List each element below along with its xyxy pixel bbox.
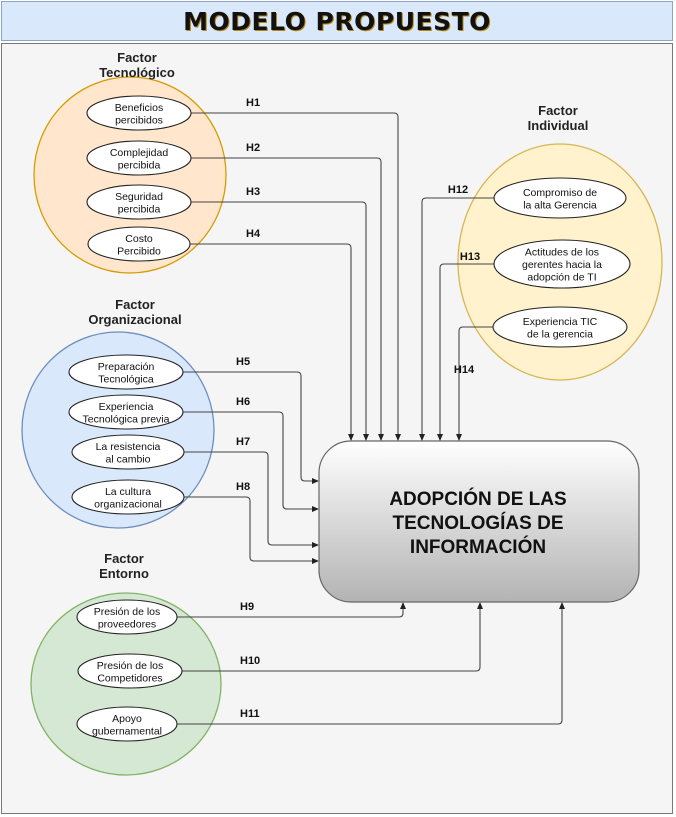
- construct-ellipse: [87, 226, 191, 262]
- connector-h5: [183, 371, 319, 484]
- hypothesis-label: H14: [454, 364, 475, 376]
- construct-label: Presión de los: [97, 660, 164, 672]
- connector-h12: [419, 197, 494, 441]
- factor-organizacional-title: Organizacional: [88, 312, 181, 327]
- construct-label: percibida: [118, 159, 161, 171]
- connector-h11: [177, 602, 565, 725]
- hypothesis-label: H5: [236, 356, 250, 368]
- construct-ellipse: [86, 184, 192, 220]
- construct-label: percibida: [118, 203, 161, 215]
- construct-ellipse: [86, 140, 192, 176]
- hypothesis-label: H4: [246, 228, 261, 240]
- connector-h7: [184, 451, 319, 548]
- connector-h13: [437, 263, 494, 441]
- construct-label: proveedores: [98, 618, 156, 630]
- construct-ellipse: [493, 239, 631, 289]
- hypothesis-label: H1: [246, 97, 260, 109]
- construct-ellipse: [68, 394, 184, 430]
- construct-ellipse: [76, 599, 178, 635]
- construct-label: Seguridad: [115, 191, 163, 203]
- hypothesis-label: H7: [236, 436, 250, 448]
- connector-h14: [456, 326, 493, 441]
- construct-ellipse: [86, 95, 192, 131]
- construct-label: Costo: [125, 233, 153, 245]
- core-construct-label: INFORMACIÓN: [410, 536, 546, 558]
- core-construct-box: [318, 440, 640, 603]
- connector-h10: [182, 602, 483, 672]
- diagram-title-bar: MODELO PROPUESTO: [1, 1, 673, 41]
- hypothesis-label: H6: [236, 396, 250, 408]
- connector-h2: [191, 157, 384, 441]
- construct-label: de la gerencia: [527, 328, 593, 340]
- construct-label: adopción de TI: [527, 272, 596, 284]
- factor-entorno-title: Entorno: [99, 566, 149, 581]
- core-construct-label: TECNOLOGÍAS DE: [392, 512, 563, 534]
- factor-individual-title: Individual: [528, 118, 589, 133]
- construct-ellipse: [493, 177, 627, 219]
- connector-h3: [191, 201, 369, 441]
- construct-ellipse: [68, 354, 184, 390]
- hypothesis-label: H2: [246, 142, 260, 154]
- connector-h4: [190, 243, 354, 441]
- construct-label: Preparación: [98, 361, 155, 373]
- construct-label: gerentes hacia la: [522, 259, 602, 271]
- construct-ellipse: [76, 706, 178, 742]
- construct-ellipse: [71, 479, 185, 515]
- construct-label: Actitudes de los: [525, 247, 599, 259]
- construct-ellipse: [492, 306, 628, 348]
- hypothesis-label: H3: [246, 186, 260, 198]
- construct-label: Experiencia: [99, 401, 154, 413]
- factor-tecnologico-title: Factor: [117, 50, 157, 65]
- construct-label: Apoyo: [112, 713, 142, 725]
- factor-organizacional-title: Factor: [115, 297, 155, 312]
- hypothesis-label: H12: [448, 184, 468, 196]
- diagram-title: MODELO PROPUESTO: [183, 6, 491, 36]
- construct-label: Tecnológica: [98, 373, 154, 385]
- hypothesis-label: H10: [240, 655, 260, 667]
- core-construct-label: ADOPCIÓN DE LAS: [389, 488, 566, 510]
- construct-label: Percibido: [117, 245, 161, 257]
- construct-label: la alta Gerencia: [523, 199, 597, 211]
- construct-label: Compromiso de: [523, 187, 597, 199]
- construct-label: percibidos: [115, 114, 163, 126]
- hypothesis-label: H11: [240, 708, 260, 720]
- construct-label: gubernamental: [92, 725, 162, 737]
- hypothesis-label: H13: [460, 251, 480, 263]
- connector-h1: [191, 112, 401, 441]
- connector-h9: [177, 602, 406, 618]
- construct-label: Competidores: [97, 672, 162, 684]
- construct-label: Complejidad: [110, 147, 169, 159]
- construct-label: organizacional: [94, 498, 162, 510]
- construct-ellipse: [71, 434, 185, 470]
- construct-label: al cambio: [106, 453, 151, 465]
- construct-label: Experiencia TIC: [523, 316, 598, 328]
- hypothesis-label: H8: [236, 481, 250, 493]
- construct-label: Presión de los: [94, 606, 161, 618]
- connector-h8: [184, 496, 319, 564]
- connector-h6: [183, 411, 319, 512]
- construct-label: La resistencia: [96, 441, 161, 453]
- factor-tecnologico-title: Tecnológico: [99, 65, 175, 80]
- factor-entorno-title: Factor: [104, 551, 144, 566]
- construct-label: Beneficios: [115, 102, 163, 114]
- construct-label: La cultura: [105, 486, 151, 498]
- construct-label: Tecnológica previa: [83, 413, 170, 425]
- hypothesis-label: H9: [240, 601, 254, 613]
- factor-individual-title: Factor: [538, 103, 578, 118]
- construct-ellipse: [77, 653, 183, 689]
